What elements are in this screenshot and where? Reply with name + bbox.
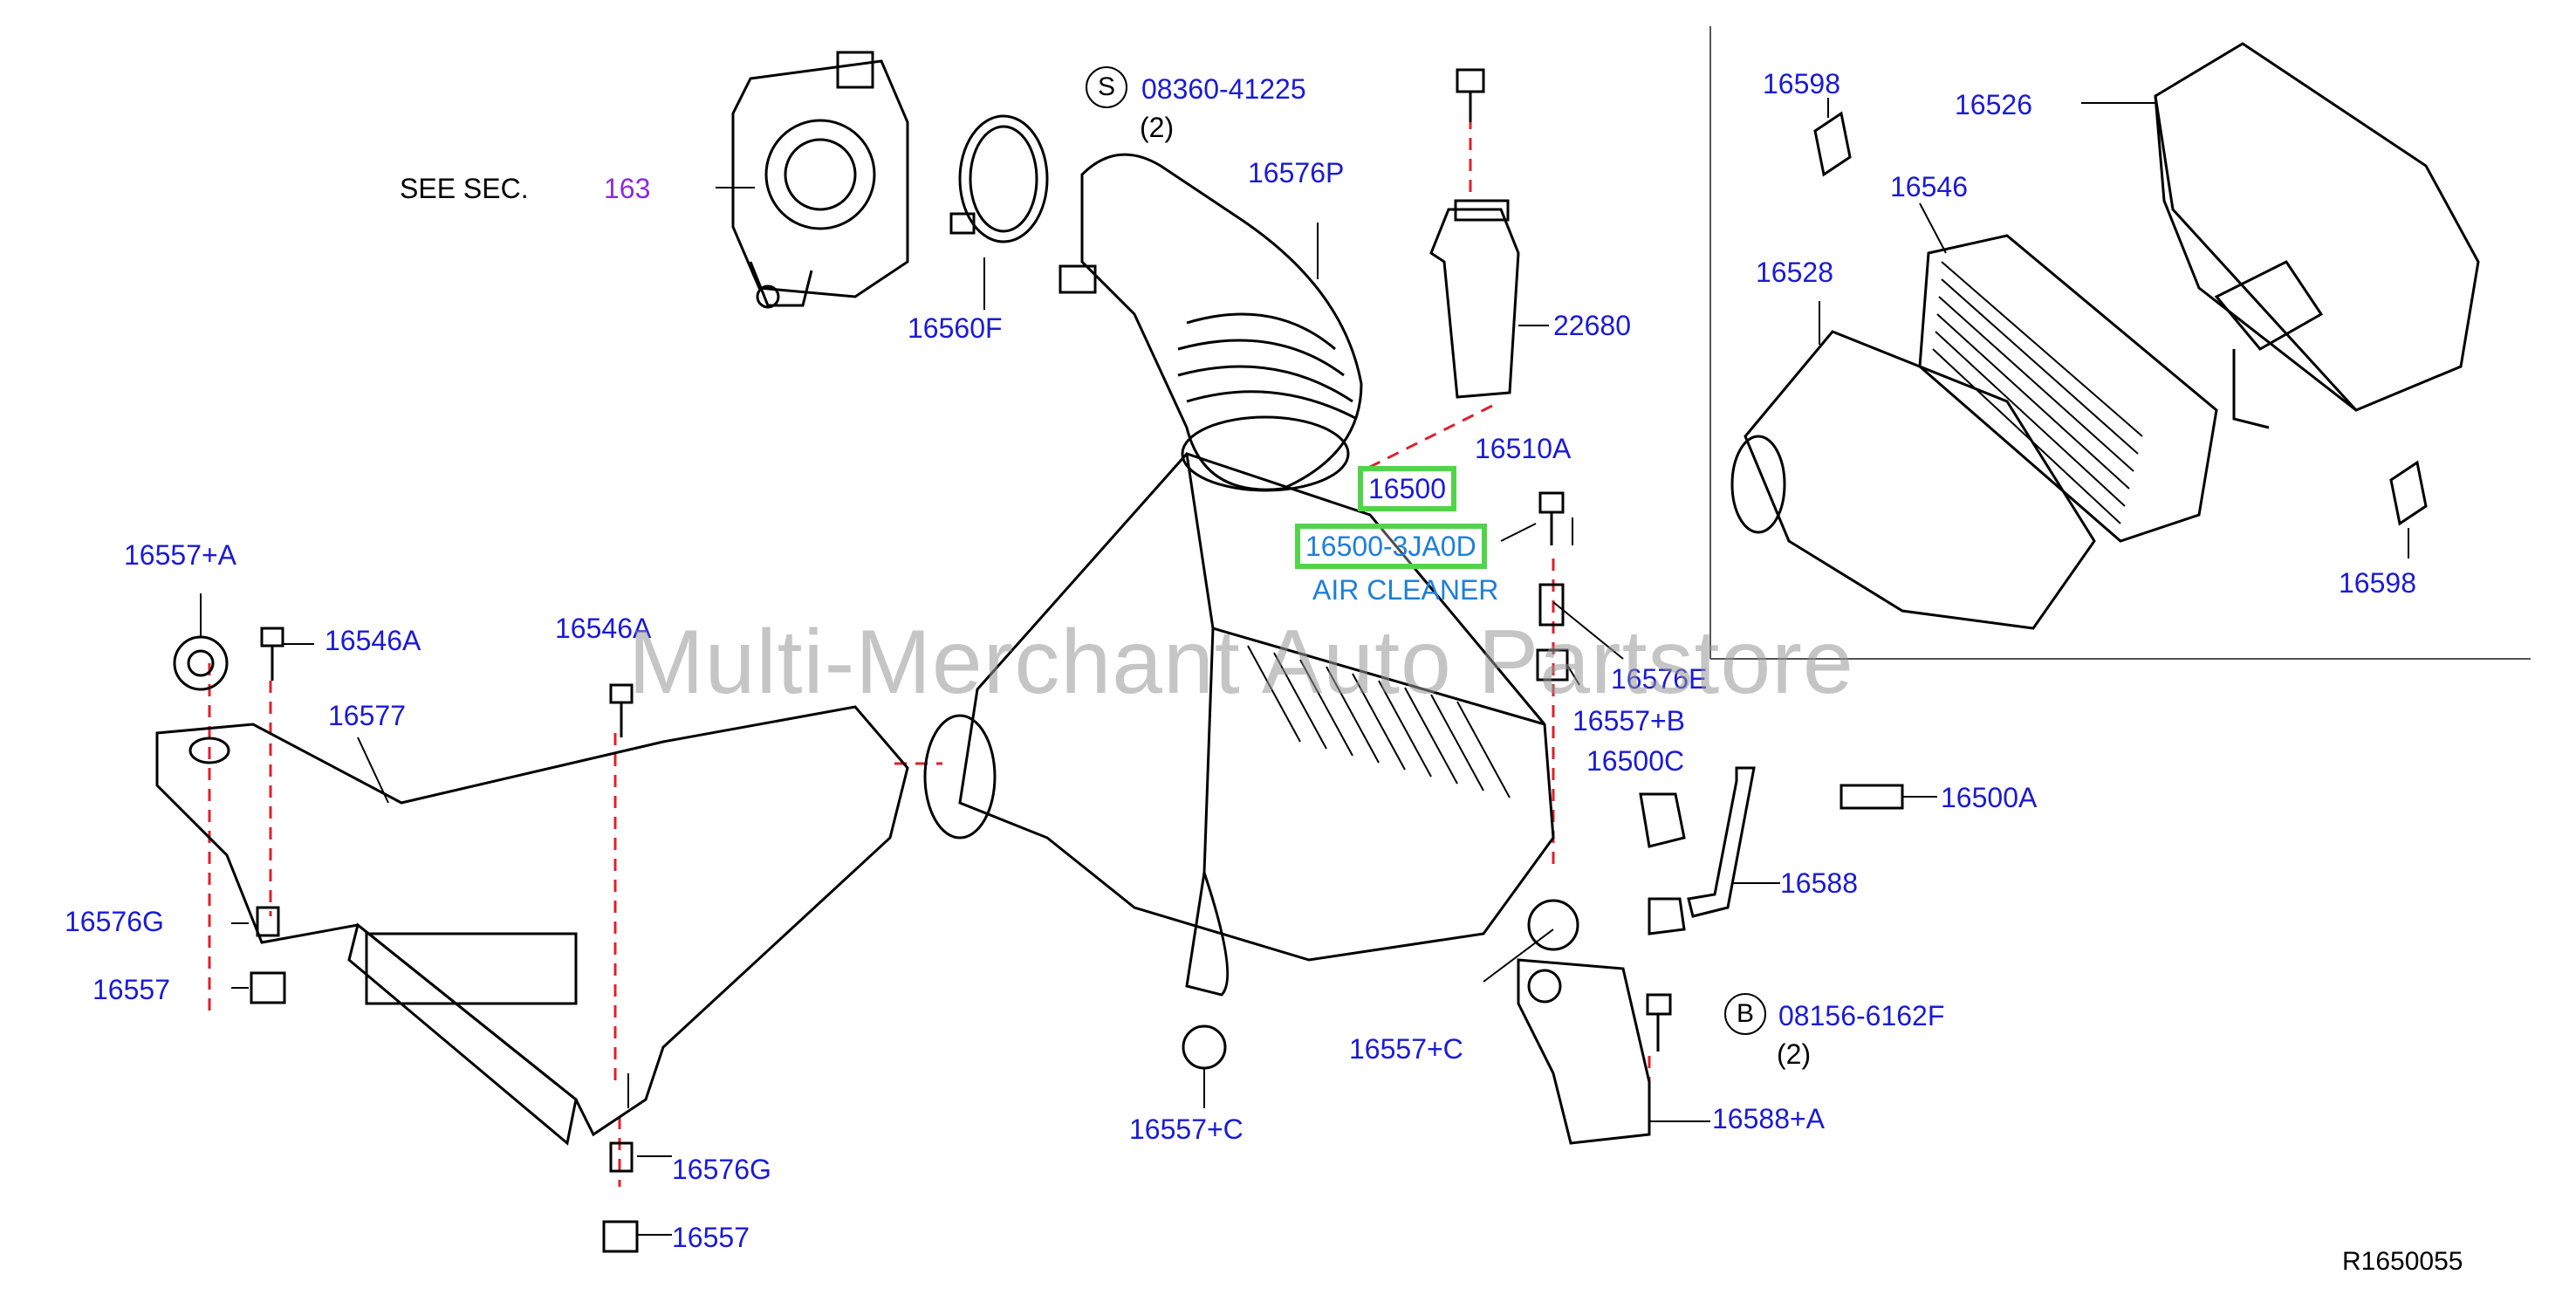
part-08360-41225[interactable]: 08360-41225 <box>1141 73 1306 105</box>
part-16526[interactable]: 16526 <box>1955 89 2032 120</box>
maf-sensor <box>1429 68 1520 399</box>
part-16510A[interactable]: 16510A <box>1475 433 1572 464</box>
part-16577[interactable]: 16577 <box>328 700 406 731</box>
part-16588[interactable]: 16588 <box>1780 867 1858 899</box>
part-16560F[interactable]: 16560F <box>908 312 1003 344</box>
see-section-text: SEE SEC. <box>400 173 529 204</box>
lower-case <box>1730 330 2096 630</box>
air-cleaner-caption: AIR CLEANER <box>1312 574 1499 606</box>
part-16598-top[interactable]: 16598 <box>1763 68 1840 99</box>
part-16557-left[interactable]: 16557 <box>92 974 170 1005</box>
filter-pleats <box>1932 261 2143 524</box>
part-08156-6162F[interactable]: 08156-6162F <box>1778 1000 1945 1031</box>
fasteners <box>173 491 1904 1253</box>
diagram-code: R1650055 <box>2342 1247 2463 1276</box>
part-16557-A[interactable]: 16557+A <box>124 539 237 571</box>
part-16546A-left[interactable]: 16546A <box>325 625 421 656</box>
throttle-body <box>731 51 909 309</box>
air-cleaner-ribs <box>1247 645 1511 798</box>
section-163-link[interactable]: 163 <box>604 173 651 204</box>
part-16546[interactable]: 16546 <box>1890 171 1968 202</box>
part-16576G-left[interactable]: 16576G <box>65 906 164 937</box>
screw-b-qty: (2) <box>1777 1038 1812 1070</box>
see-section-label: SEE SEC. <box>400 173 529 204</box>
part-16557-C-mid[interactable]: 16557+C <box>1129 1113 1243 1145</box>
screw-b-badge: B <box>1724 993 1766 1035</box>
upper-cover <box>2154 42 2480 429</box>
part-16500A[interactable]: 16500A <box>1941 782 2038 813</box>
part-16557-bottom[interactable]: 16557 <box>672 1222 750 1253</box>
part-16528[interactable]: 16528 <box>1756 257 1833 288</box>
part-22680[interactable]: 22680 <box>1553 310 1631 341</box>
part-16557-B[interactable]: 16557+B <box>1572 705 1686 737</box>
part-16500-highlighted[interactable]: 16500 <box>1358 466 1456 511</box>
part-16576G-bottom[interactable]: 16576G <box>672 1154 771 1185</box>
intake-duct <box>1058 153 1363 492</box>
screw-s-qty: (2) <box>1140 112 1175 143</box>
part-16576P[interactable]: 16576P <box>1248 157 1345 188</box>
air-cleaner-box <box>923 452 1555 997</box>
part-16557-C-right[interactable]: 16557+C <box>1349 1033 1463 1065</box>
part-16546A-mid[interactable]: 16546A <box>555 613 652 644</box>
part-16588-A[interactable]: 16588+A <box>1712 1103 1826 1134</box>
hose-clamp <box>949 114 1049 243</box>
watermark: Multi-Merchant Auto Partstore <box>628 612 1854 713</box>
air-duct-left <box>155 705 909 1146</box>
filter-clips <box>1813 111 2428 526</box>
part-16598-bottom[interactable]: 16598 <box>2339 567 2416 599</box>
part-16576E[interactable]: 16576E <box>1611 663 1708 695</box>
brackets <box>1517 766 1756 1145</box>
part-16500-3JA0D-highlighted[interactable]: 16500-3JA0D <box>1295 524 1487 569</box>
part-16500C[interactable]: 16500C <box>1586 745 1685 777</box>
screw-s-badge: S <box>1086 66 1127 108</box>
